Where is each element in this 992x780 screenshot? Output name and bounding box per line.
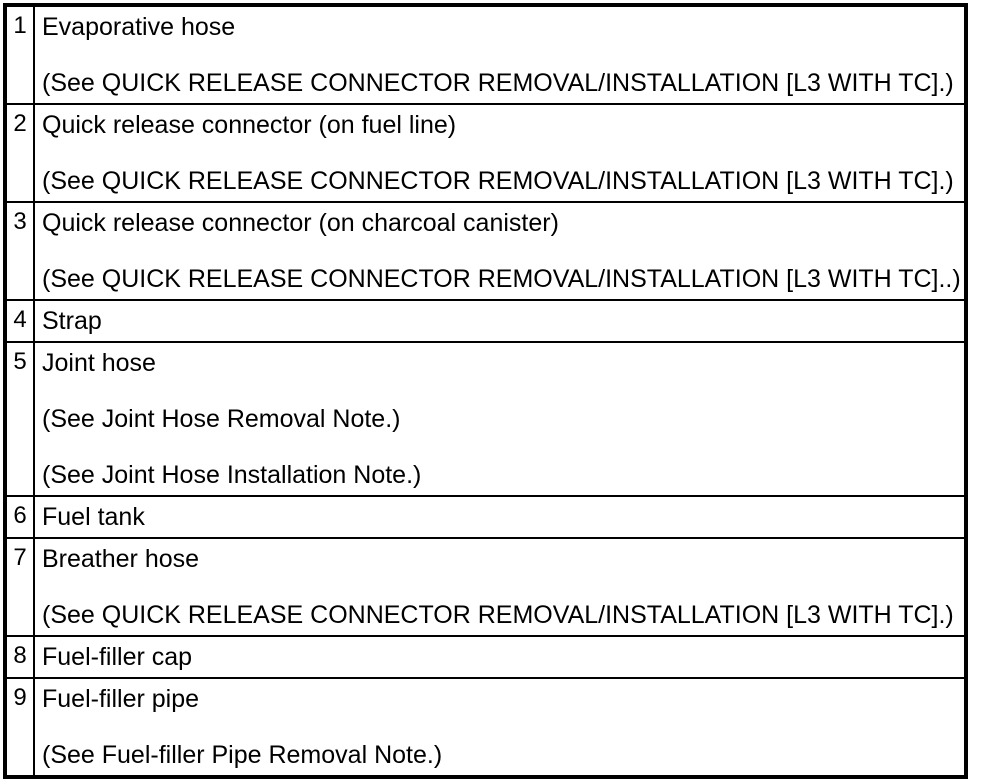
row-number: 8 — [7, 637, 35, 677]
row-content: Fuel-filler pipe (See Fuel-filler Pipe R… — [35, 679, 964, 775]
table-row: 8 Fuel-filler cap — [7, 637, 964, 679]
reference-note-line: (See Joint Hose Installation Note.) — [42, 461, 422, 489]
row-content: Quick release connector (on fuel line) (… — [35, 105, 964, 201]
reference-note-line: (See Fuel-filler Pipe Removal Note.) — [42, 741, 443, 769]
part-name-line: Quick release connector (on charcoal can… — [42, 209, 559, 237]
part-name-line: Quick release connector (on fuel line) — [42, 111, 457, 139]
part-name-line: Strap — [42, 307, 102, 335]
row-content: Fuel tank — [35, 497, 964, 537]
table-row: 5 Joint hose (See Joint Hose Removal Not… — [7, 343, 964, 497]
row-number: 9 — [7, 679, 35, 775]
row-content: Breather hose (See QUICK RELEASE CONNECT… — [35, 539, 964, 635]
part-name-line: Breather hose — [42, 545, 200, 573]
table-row: 9 Fuel-filler pipe (See Fuel-filler Pipe… — [7, 679, 964, 775]
table-row: 7 Breather hose (See QUICK RELEASE CONNE… — [7, 539, 964, 637]
table-row: 4 Strap — [7, 301, 964, 343]
table-row: 2 Quick release connector (on fuel line)… — [7, 105, 964, 203]
row-content: Joint hose (See Joint Hose Removal Note.… — [35, 343, 964, 495]
row-number: 4 — [7, 301, 35, 341]
part-name-line: Fuel tank — [42, 503, 145, 531]
part-name-line: Evaporative hose — [42, 13, 236, 41]
row-number: 3 — [7, 203, 35, 299]
table-row: 1 Evaporative hose (See QUICK RELEASE CO… — [7, 7, 964, 105]
parts-list-table: 1 Evaporative hose (See QUICK RELEASE CO… — [3, 3, 968, 779]
part-name-line: Fuel-filler cap — [42, 643, 193, 671]
row-number: 6 — [7, 497, 35, 537]
row-content: Strap — [35, 301, 964, 341]
row-content: Fuel-filler cap — [35, 637, 964, 677]
reference-note-line: (See Joint Hose Removal Note.) — [42, 405, 401, 433]
part-name-line: Fuel-filler pipe — [42, 685, 200, 713]
row-number: 2 — [7, 105, 35, 201]
reference-note-line: (See QUICK RELEASE CONNECTOR REMOVAL/INS… — [42, 601, 954, 629]
reference-note-line: (See QUICK RELEASE CONNECTOR REMOVAL/INS… — [42, 167, 954, 195]
row-number: 5 — [7, 343, 35, 495]
table-row: 6 Fuel tank — [7, 497, 964, 539]
row-number: 1 — [7, 7, 35, 103]
row-number: 7 — [7, 539, 35, 635]
part-name-line: Joint hose — [42, 349, 156, 377]
row-content: Evaporative hose (See QUICK RELEASE CONN… — [35, 7, 964, 103]
reference-note-line: (See QUICK RELEASE CONNECTOR REMOVAL/INS… — [42, 69, 954, 97]
reference-note-line: (See QUICK RELEASE CONNECTOR REMOVAL/INS… — [42, 265, 961, 293]
row-content: Quick release connector (on charcoal can… — [35, 203, 964, 299]
table-row: 3 Quick release connector (on charcoal c… — [7, 203, 964, 301]
